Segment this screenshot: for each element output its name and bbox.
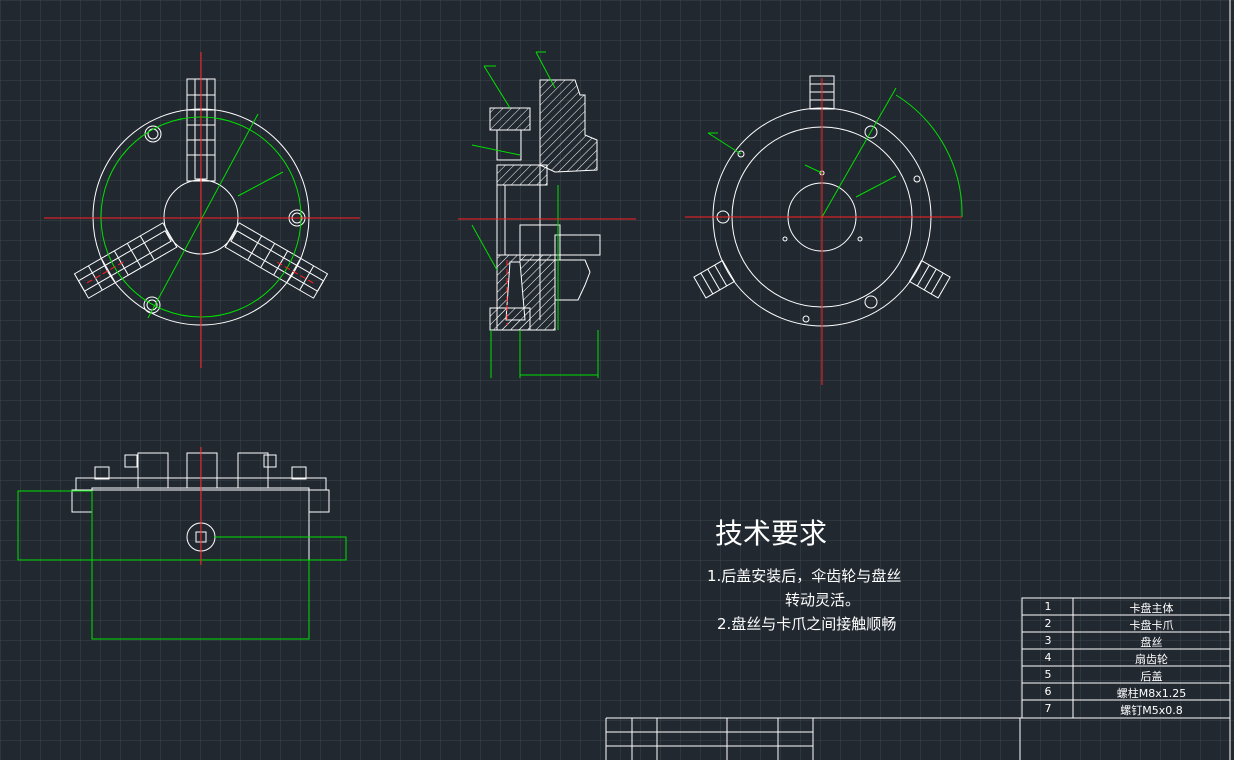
rear-view-centerlines	[685, 78, 962, 385]
bom-row-name: 盘丝	[1140, 636, 1163, 649]
title-block	[605, 717, 1230, 760]
section-view-centerlines	[458, 218, 636, 325]
bom-row-number: 5	[1044, 668, 1052, 681]
bom-row-number: 1	[1044, 600, 1052, 613]
bom-table	[1021, 597, 1231, 719]
bom-row-name: 卡盘卡爪	[1129, 619, 1174, 632]
bom-row-number: 6	[1044, 685, 1052, 698]
bom-row-name: 后盖	[1140, 670, 1163, 683]
requirement-2: 2.盘丝与卡爪之间接触顺畅	[717, 615, 897, 633]
technical-requirements-title: 技术要求	[715, 517, 828, 550]
bom-row-name: 卡盘主体	[1129, 602, 1174, 615]
requirement-1-line-2: 转动灵活。	[785, 591, 861, 609]
bom-row-name: 扇齿轮	[1135, 653, 1168, 666]
bom-row-number: 2	[1044, 617, 1052, 630]
front-view-centerlines	[44, 52, 360, 368]
section-view	[489, 79, 601, 331]
bom-row-number: 3	[1044, 634, 1052, 647]
rear-view-dims	[707, 87, 963, 218]
requirement-1-line-1: 1.后盖安装后，伞齿轮与盘丝	[707, 567, 902, 585]
bom-row-name: 螺柱M8x1.25	[1116, 687, 1187, 700]
bom-row-number: 4	[1044, 651, 1052, 664]
section-view-dims	[471, 51, 599, 378]
bom-row-number: 7	[1044, 702, 1052, 715]
bom-row-name: 螺钉M5x0.8	[1120, 704, 1183, 717]
